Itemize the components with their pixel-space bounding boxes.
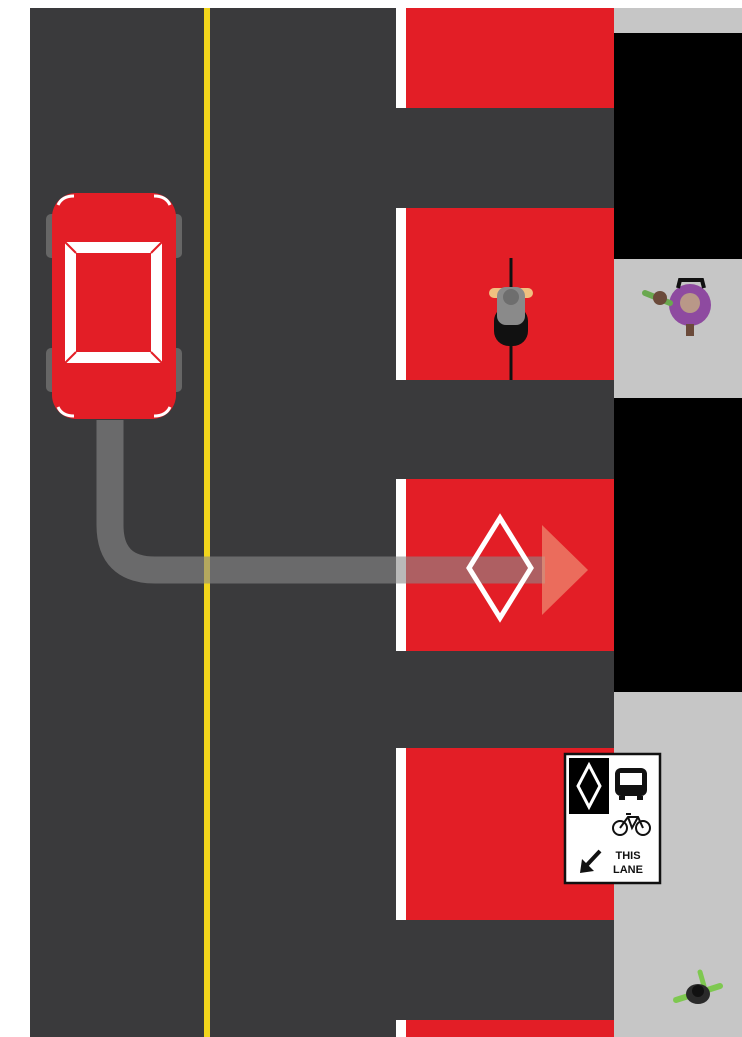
bus-icon	[615, 768, 647, 800]
sign-text-this: THIS	[615, 850, 640, 862]
lane-dash	[396, 8, 406, 108]
lane-dash	[396, 1020, 406, 1037]
lane-dash	[396, 208, 406, 380]
center-line	[204, 8, 210, 1037]
sign-text-lane: LANE	[613, 864, 643, 876]
building-gap-top	[614, 33, 742, 259]
diamond-lane-sign: THIS LANE	[565, 754, 660, 883]
lane-dash	[396, 748, 406, 920]
building-gap-middle	[614, 398, 742, 692]
bus-lane-segment	[406, 1020, 614, 1037]
bus-lane-segment	[406, 8, 614, 108]
car-icon	[46, 193, 182, 419]
